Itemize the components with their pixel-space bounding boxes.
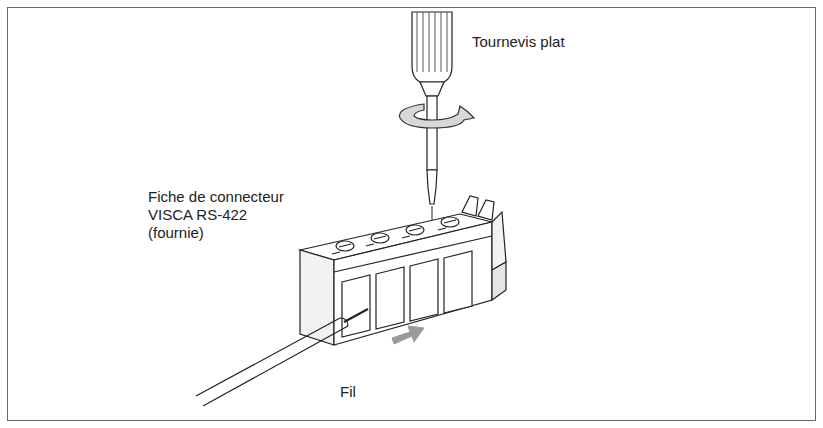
screwdriver [412, 12, 452, 222]
insert-arrow [392, 326, 424, 344]
frame [8, 8, 816, 421]
part-label: Fiche de connecteur VISCA RS-422 (fourni… [148, 188, 290, 242]
rotation-arrow [400, 104, 475, 128]
part-label: Fil [340, 383, 400, 401]
part-label: Tournevis plat [472, 33, 632, 51]
